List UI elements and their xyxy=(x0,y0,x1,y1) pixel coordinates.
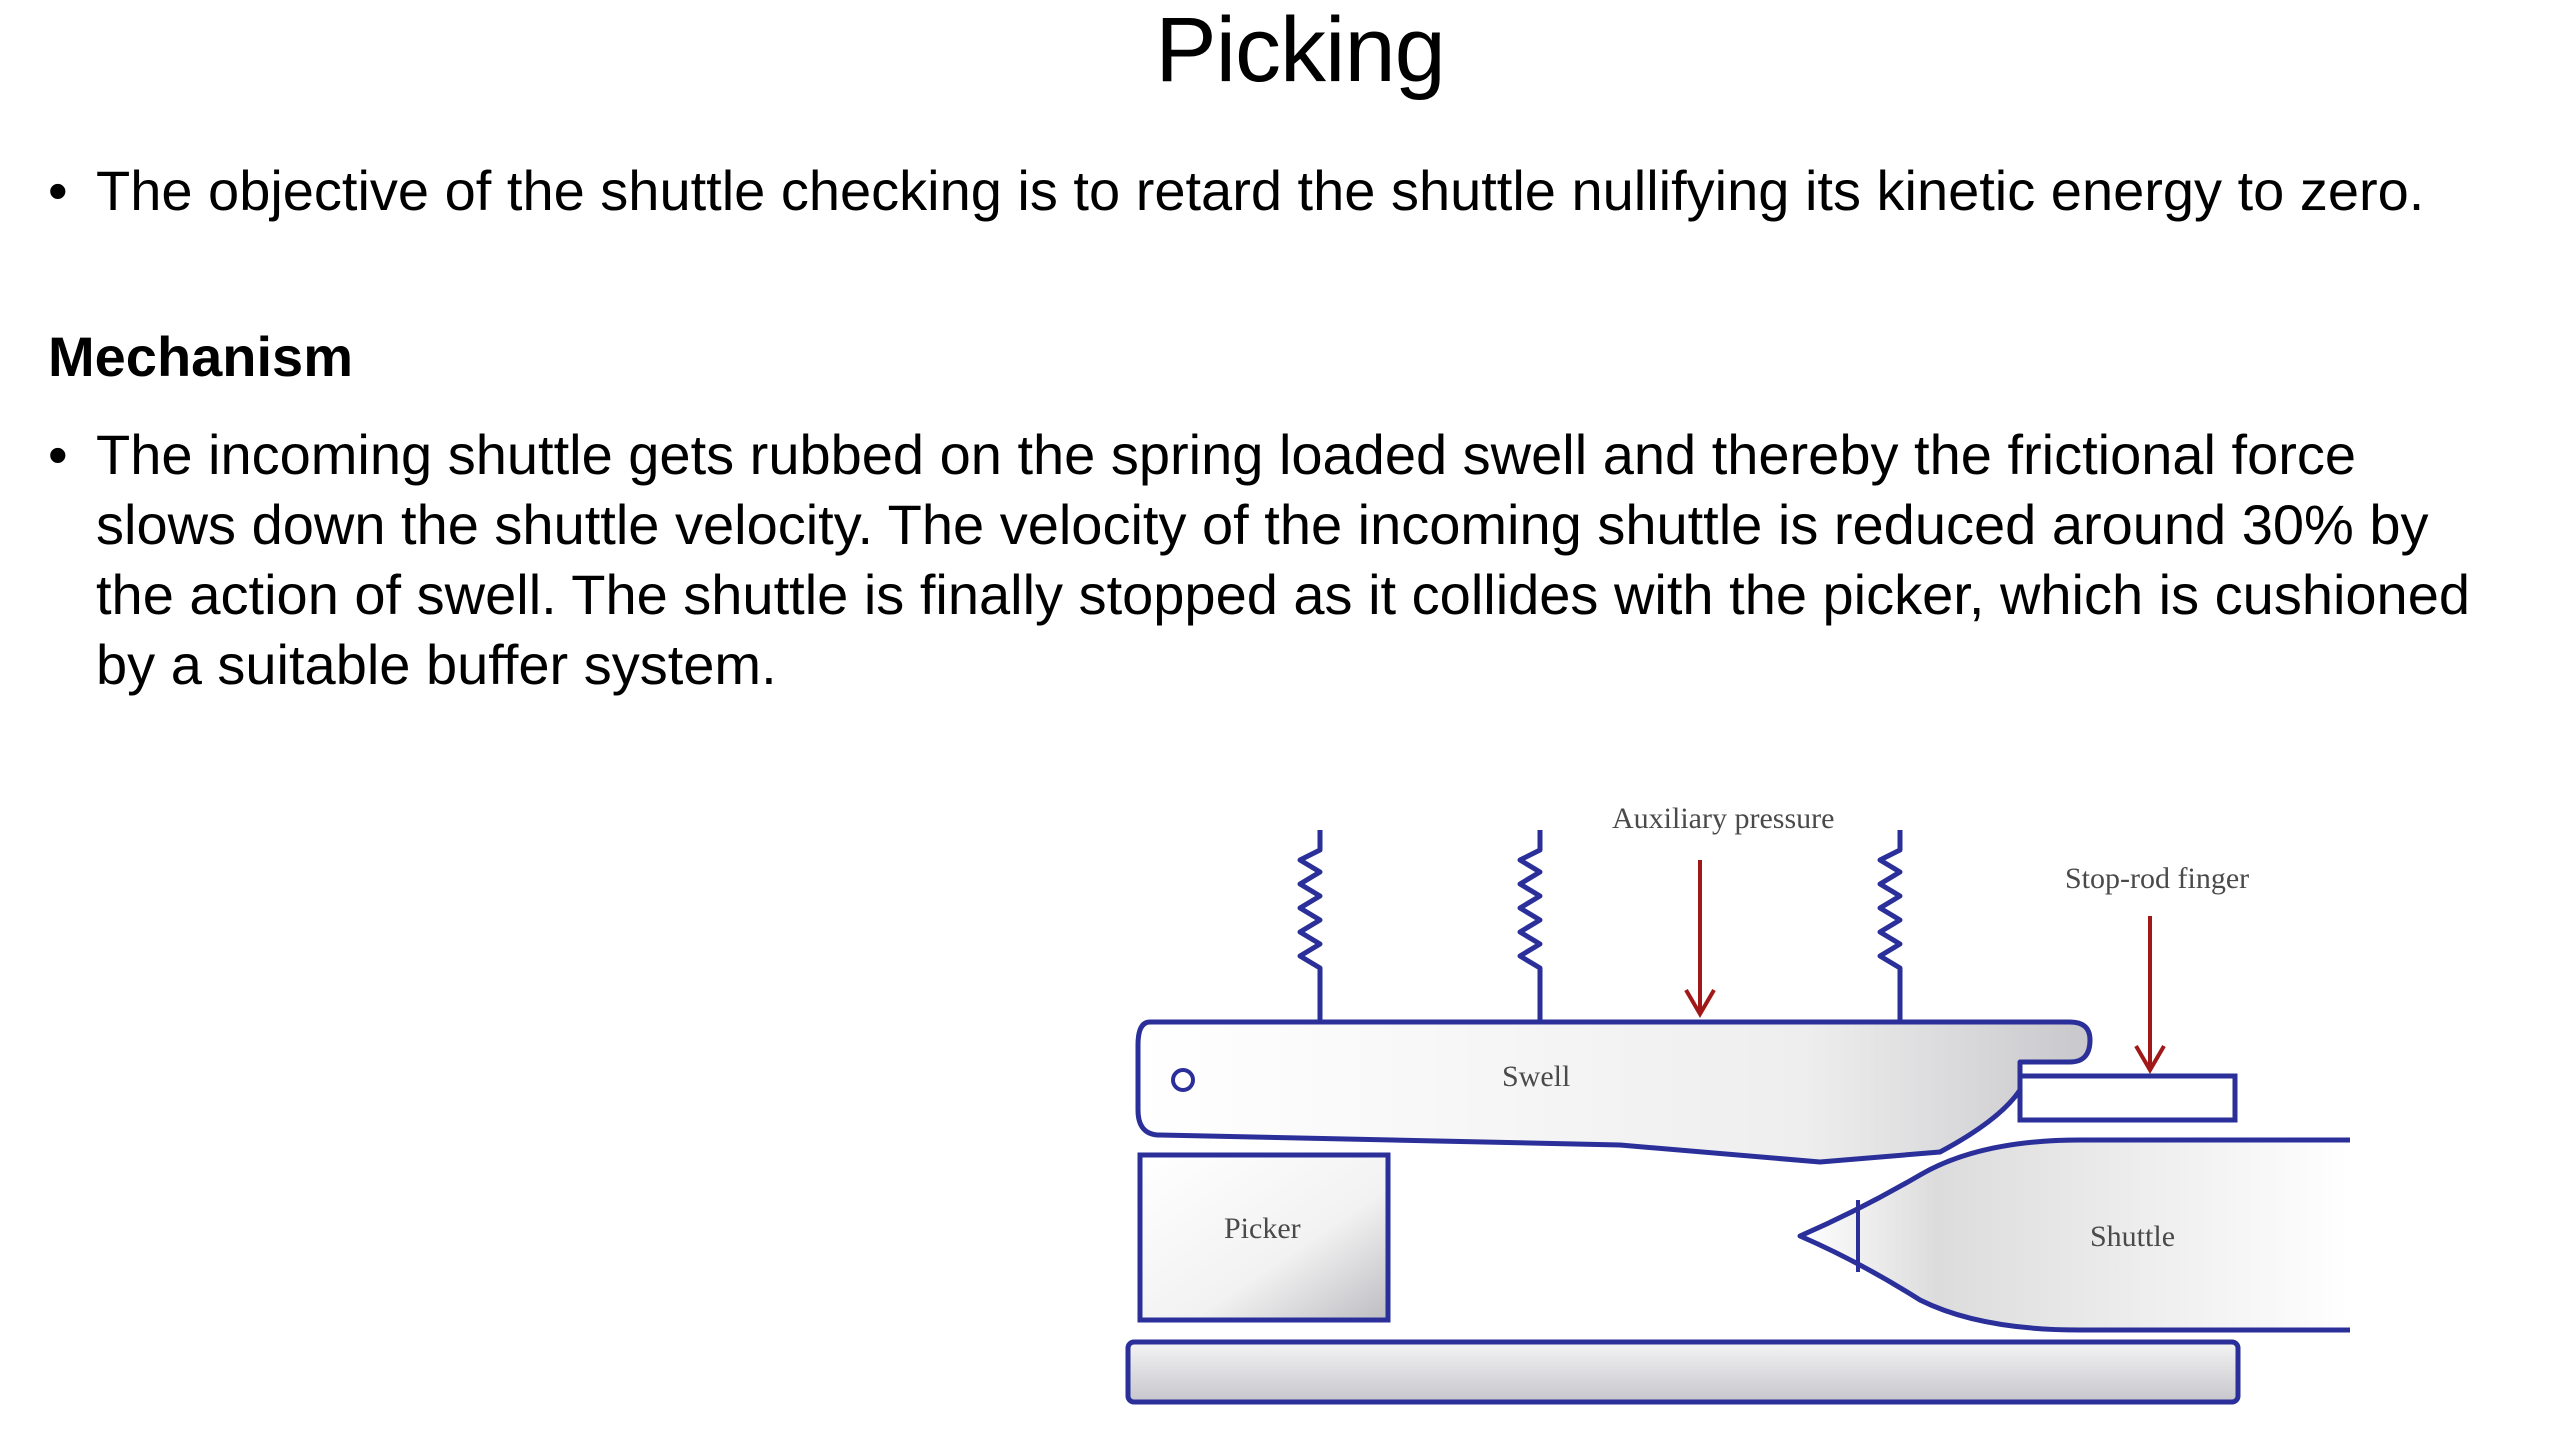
section-heading-mechanism: Mechanism xyxy=(48,325,353,388)
bullet-mechanism-text: The incoming shuttle gets rubbed on the … xyxy=(96,423,2470,696)
bullet-mechanism: • The incoming shuttle gets rubbed on th… xyxy=(48,420,2508,700)
bullet-dot: • xyxy=(48,159,68,222)
stop-rod-finger-block xyxy=(2017,1073,2238,1123)
swell-label: Swell xyxy=(1502,1060,1570,1093)
spring-2 xyxy=(1517,830,1543,1020)
shuttle-label: Shuttle xyxy=(2090,1220,2175,1253)
bullet-objective-text: The objective of the shuttle checking is… xyxy=(96,159,2425,222)
auxiliary-pressure-label: Auxiliary pressure xyxy=(1612,802,1834,835)
diagram-svg: Auxiliary pressure Stop-rod finger Swell… xyxy=(1125,802,2350,1405)
stop-rod-finger-arrowhead xyxy=(2134,1044,2166,1074)
picker xyxy=(1137,1152,1391,1323)
picker-label: Picker xyxy=(1224,1212,1301,1245)
swell xyxy=(1135,1019,2093,1165)
bullet-dot: • xyxy=(48,423,68,486)
slide-title: Picking xyxy=(1155,0,1446,101)
stop-rod-finger-label: Stop-rod finger xyxy=(2065,862,2249,895)
bullet-objective: • The objective of the shuttle checking … xyxy=(48,156,2508,226)
shuttle xyxy=(1797,1137,2350,1333)
auxiliary-pressure-arrowhead xyxy=(1684,988,1716,1018)
spring-1 xyxy=(1297,830,1323,1020)
shuttle-checking-diagram: Auxiliary pressure Stop-rod finger Swell… xyxy=(1120,790,2380,1430)
spring-3 xyxy=(1877,830,1903,1020)
swell-pivot xyxy=(1171,1068,1195,1092)
sley-bar xyxy=(1125,1339,2241,1405)
